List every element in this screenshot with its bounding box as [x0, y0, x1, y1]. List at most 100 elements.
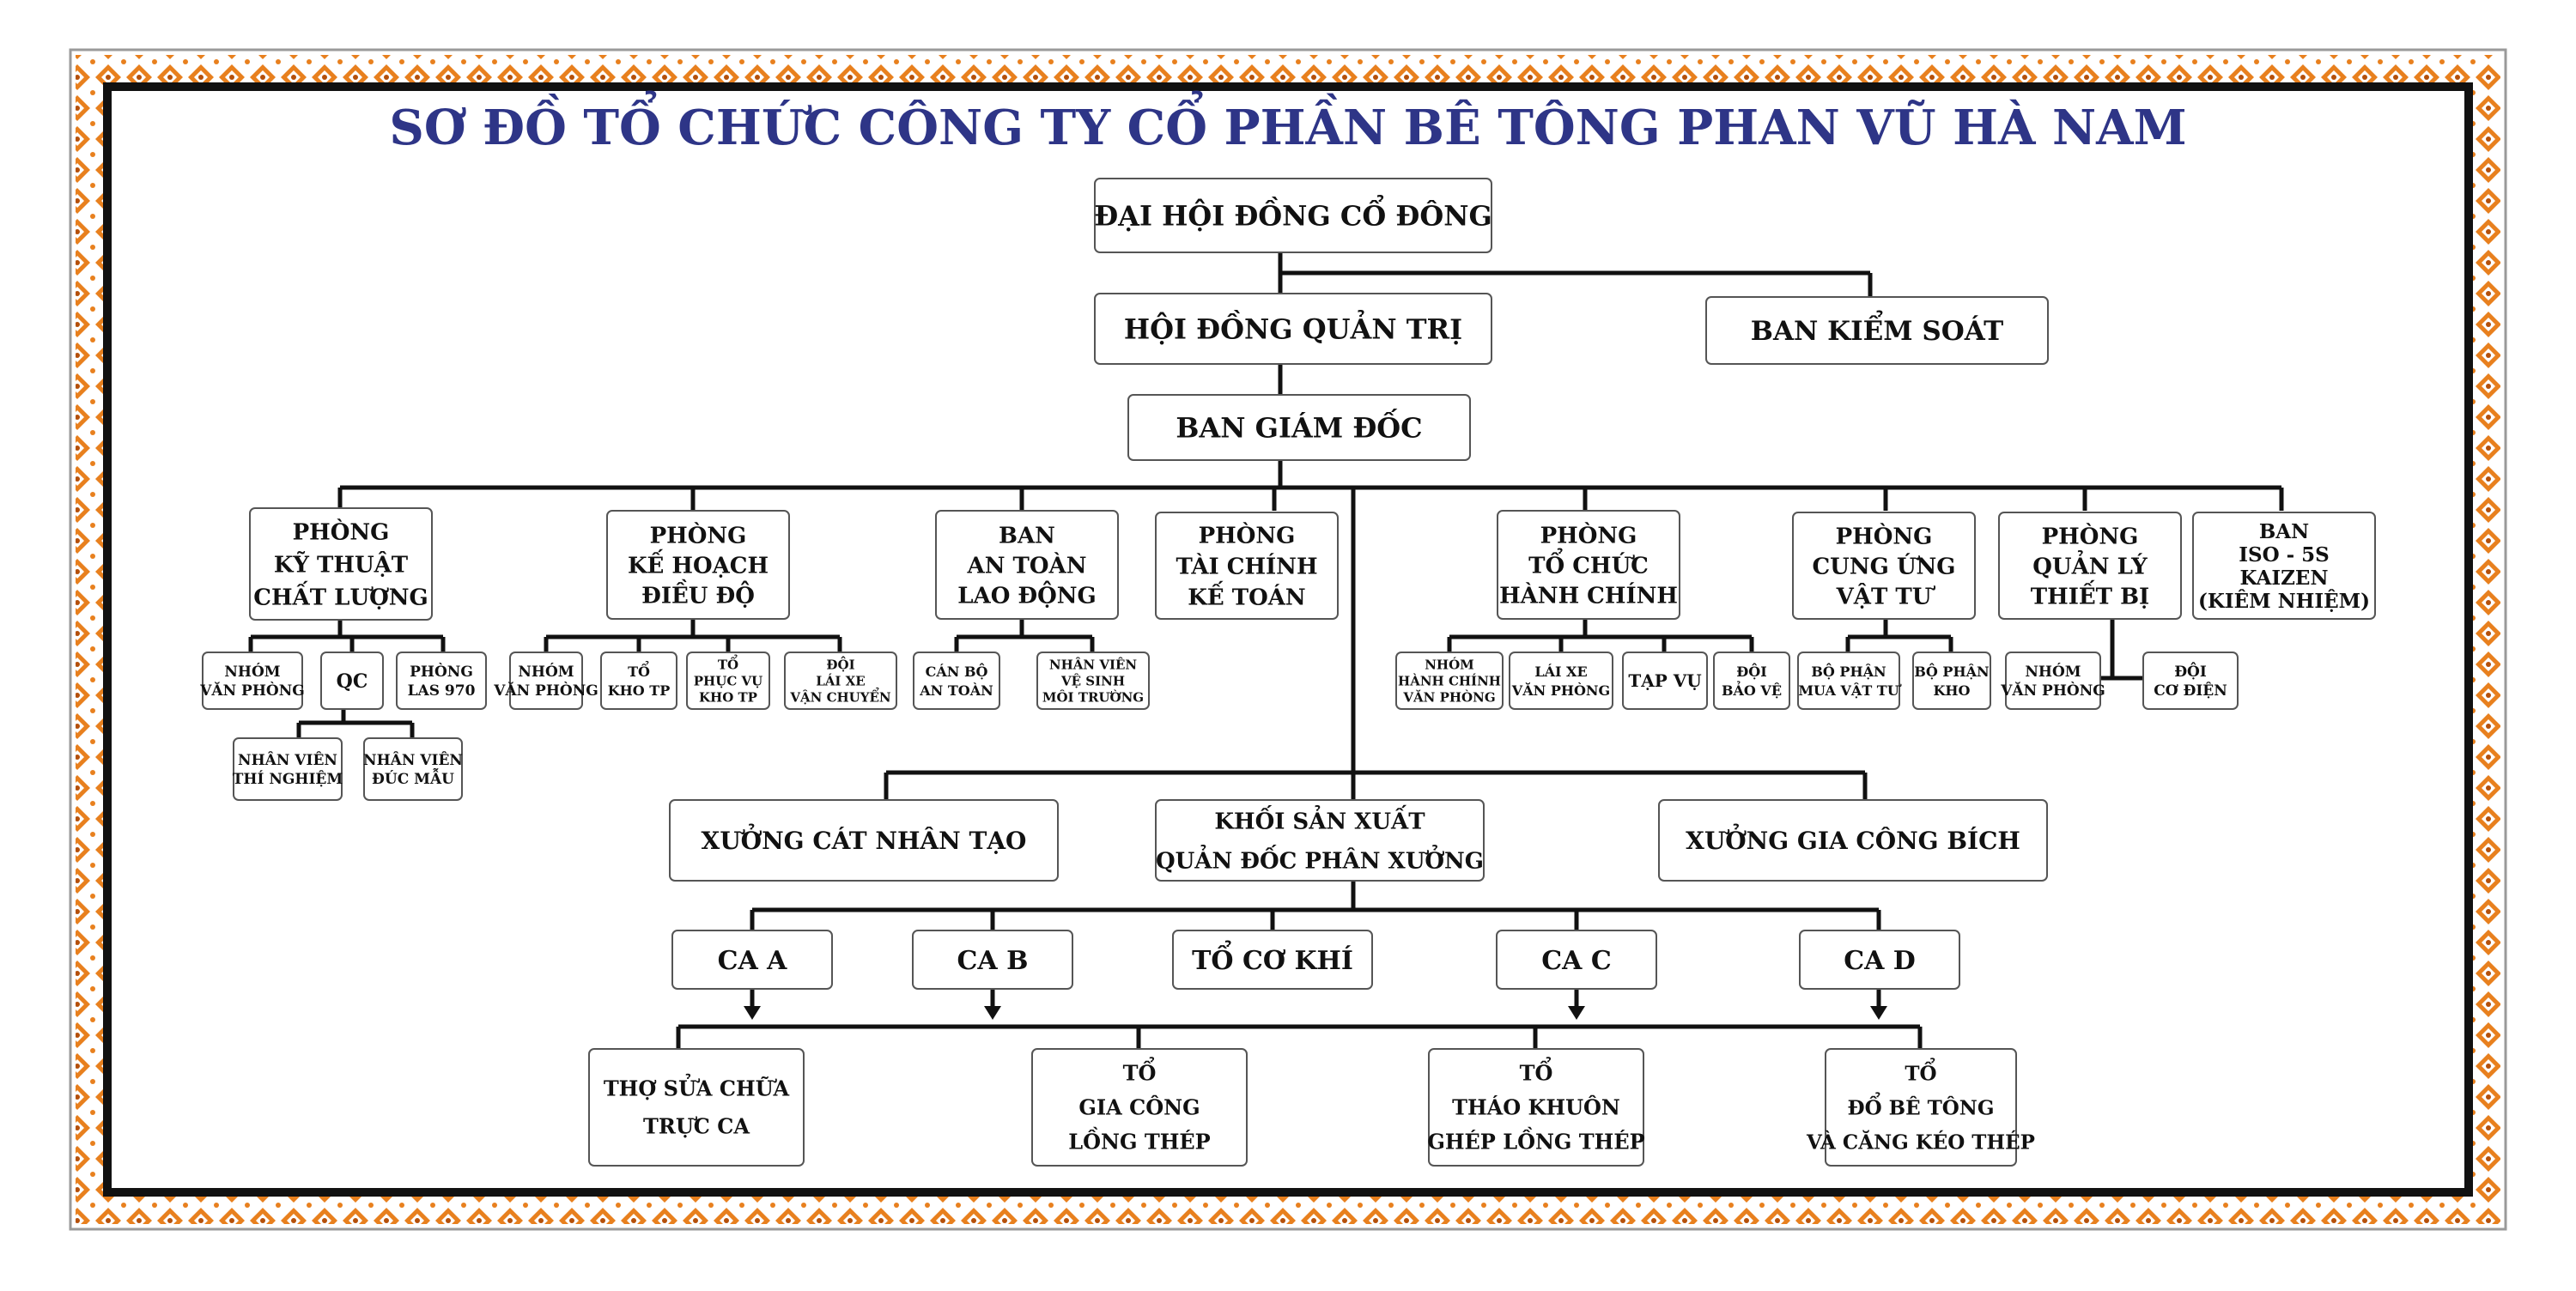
node-label: QUẢN LÝ	[2032, 549, 2148, 579]
node-box	[1825, 1048, 2017, 1167]
node-box	[1622, 652, 1708, 710]
node-label: QC	[337, 670, 368, 693]
node-label: LAO ĐỘNG	[957, 579, 1097, 609]
node-label: VĂN PHÒNG	[2000, 682, 2105, 700]
org-node-bgd: BAN GIÁM ĐỐC	[1127, 394, 1471, 461]
node-box	[935, 510, 1119, 620]
node-label: BẢO VỆ	[1722, 679, 1782, 699]
node-label: AN TOÀN	[967, 551, 1087, 579]
node-label: XƯỞNG CÁT NHÂN TẠO	[702, 823, 1027, 855]
node-box	[249, 507, 433, 621]
node-box	[1797, 652, 1900, 710]
node-box	[320, 652, 384, 710]
node-label: VÀ CĂNG KÉO THÉP	[1806, 1130, 2035, 1154]
node-label: NHÂN VIÊN	[1049, 657, 1138, 672]
node-label: TỔ	[628, 660, 650, 680]
node-label: ĐỘI	[2174, 663, 2207, 681]
org-node-ca-a: CA A	[671, 930, 833, 990]
node-label: TẠP VỤ	[1628, 670, 1701, 691]
node-label: CUNG ỨNG	[1812, 552, 1955, 579]
node-label: ĐỘI	[1736, 663, 1766, 680]
org-node-ca-c: CA C	[1496, 930, 1657, 990]
connector-lines	[248, 252, 2284, 1049]
node-label: NHÓM	[224, 663, 280, 681]
node-label: KỸ THUẬT	[274, 550, 409, 578]
node-label: KẾ TOÁN	[1188, 580, 1305, 610]
node-label: GHÉP LỒNG THÉP	[1427, 1127, 1644, 1155]
node-label: MUA VẬT TƯ	[1798, 682, 1901, 699]
node-box	[1036, 652, 1150, 710]
node-label: NHÓM	[2025, 663, 2081, 681]
node-label: LAS 970	[408, 682, 476, 700]
node-label: VĂN PHÒNG	[1511, 682, 1610, 699]
org-node-hdqt: HỘI ĐỒNG QUẢN TRỊ	[1094, 293, 1492, 365]
org-node-to-ck: TỔ CƠ KHÍ	[1172, 930, 1373, 990]
node-label: HÀNH CHÍNH	[1499, 581, 1678, 609]
node-box	[1127, 394, 1471, 461]
node-label: TÀI CHÍNH	[1176, 552, 1317, 579]
node-box	[606, 510, 790, 620]
node-box	[1496, 930, 1657, 990]
node-label: CƠ ĐIỆN	[2154, 682, 2227, 700]
node-box	[2005, 652, 2101, 710]
node-label: VĂN PHÒNG	[493, 682, 598, 700]
node-label: LÁI XE	[1534, 663, 1587, 680]
node-box	[671, 930, 833, 990]
shift-arrows	[744, 989, 1887, 1020]
node-label: TỔ CƠ KHÍ	[1192, 940, 1353, 976]
node-box	[1658, 799, 2048, 882]
node-label: (KIÊM NHIỆM)	[2198, 590, 2370, 613]
node-label: CA D	[1844, 946, 1916, 976]
node-label: PHÒNG	[1540, 521, 1637, 549]
node-label: CA C	[1541, 946, 1611, 976]
node-label: PHÒNG	[293, 518, 390, 545]
org-node-cu-mua: BỘ PHẬN MUA VẬT TƯ	[1797, 652, 1902, 710]
node-label: ĐÚC MẪU	[372, 768, 454, 788]
org-node-kt-qc: QC	[320, 652, 384, 710]
node-label: THÍ NGHIỆM	[233, 770, 343, 788]
node-box	[1509, 652, 1613, 710]
node-box	[363, 737, 463, 801]
org-node-ca-b: CA B	[912, 930, 1073, 990]
node-label: LÁI XE	[816, 673, 866, 688]
org-node-bks: BAN KIỂM SOÁT	[1705, 296, 2049, 365]
node-label: TỔ	[718, 654, 738, 672]
node-label: TỔ	[1520, 1057, 1553, 1086]
node-label: VẬN CHUYỂN	[789, 687, 891, 705]
node-label: BỘ PHẬN	[1811, 663, 1886, 680]
org-node-x-cat: XƯỞNG CÁT NHÂN TẠO	[669, 799, 1059, 882]
node-label: PHÒNG	[650, 521, 747, 549]
node-box	[1799, 930, 1960, 990]
node-box	[1792, 512, 1976, 620]
node-label: GIA CÔNG	[1078, 1095, 1200, 1120]
node-box	[1705, 296, 2049, 365]
node-label: LỒNG THÉP	[1068, 1127, 1210, 1155]
node-box	[1912, 652, 1991, 710]
node-box	[1428, 1048, 1644, 1167]
node-label: PHÒNG	[1836, 522, 1933, 549]
node-label: BAN	[2259, 520, 2309, 543]
node-label: ISO - 5S	[2239, 543, 2330, 567]
node-label: THỢ SỬA CHỮA	[604, 1074, 790, 1101]
node-box	[588, 1048, 805, 1167]
